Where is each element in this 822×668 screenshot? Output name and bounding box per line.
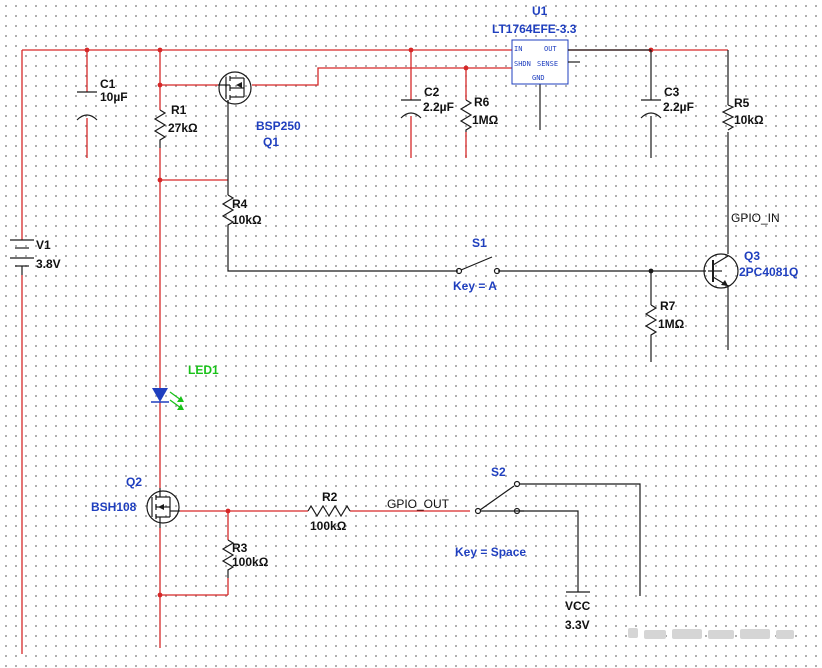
svg-text:C1: C1: [100, 77, 116, 91]
svg-text:LED1: LED1: [188, 363, 219, 377]
u1-part: LT1764EFE-3.3: [492, 22, 577, 36]
ground-symbols: [14, 130, 736, 660]
svg-text:S1: S1: [472, 236, 487, 250]
svg-text:2PC4081Q: 2PC4081Q: [739, 265, 798, 279]
resistor-r3[interactable]: R3 100kΩ: [221, 539, 269, 578]
svg-text:10kΩ: 10kΩ: [734, 113, 764, 127]
svg-text:BSP250: BSP250: [256, 119, 301, 133]
svg-text:Key = Space: Key = Space: [455, 545, 526, 559]
net-label-gpio-in: GPIO_IN: [731, 211, 780, 225]
svg-text:C3: C3: [664, 85, 680, 99]
transistor-q3[interactable]: Q3 2PC4081Q: [703, 249, 798, 289]
svg-text:3.3V: 3.3V: [565, 618, 590, 632]
u1-regulator[interactable]: IN OUT SHDN SENSE GND U1 LT1764EFE-3.3: [492, 4, 577, 85]
svg-text:C2: C2: [424, 85, 440, 99]
resistor-r5[interactable]: R5 10kΩ: [721, 96, 764, 131]
svg-text:1MΩ: 1MΩ: [658, 317, 685, 331]
svg-text:R2: R2: [322, 490, 338, 504]
svg-text:R5: R5: [734, 96, 750, 110]
svg-text:BSH108: BSH108: [91, 500, 137, 514]
svg-text:1MΩ: 1MΩ: [472, 113, 499, 127]
svg-text:Q1: Q1: [263, 135, 279, 149]
watermark: [628, 628, 794, 639]
svg-text:10µF: 10µF: [100, 90, 128, 104]
svg-text:27kΩ: 27kΩ: [168, 121, 198, 135]
svg-text:R7: R7: [660, 299, 676, 313]
wires-black: [227, 50, 729, 596]
switch-s2[interactable]: S2 Key = Space: [455, 465, 526, 559]
svg-text:GND: GND: [532, 74, 545, 82]
svg-text:V1: V1: [36, 238, 51, 252]
resistor-r1[interactable]: R1 27kΩ: [153, 103, 198, 148]
capacitor-c1[interactable]: C1 10µF: [76, 77, 128, 121]
vcc-source[interactable]: VCC 3.3V: [565, 591, 591, 632]
capacitor-c3[interactable]: C3 2.2µF: [640, 85, 694, 119]
svg-text:3.8V: 3.8V: [36, 257, 61, 271]
svg-text:10kΩ: 10kΩ: [232, 213, 262, 227]
capacitor-c2[interactable]: C2 2.2µF: [400, 85, 454, 119]
svg-text:OUT: OUT: [544, 45, 557, 53]
svg-text:Q2: Q2: [126, 475, 142, 489]
led-led1[interactable]: LED1: [151, 363, 219, 410]
resistor-r2[interactable]: R2 100kΩ: [307, 490, 351, 533]
resistor-r4[interactable]: R4 10kΩ: [221, 194, 262, 235]
svg-text:R4: R4: [232, 197, 248, 211]
svg-text:IN: IN: [514, 45, 522, 53]
battery-v1[interactable]: V1 3.8V: [10, 238, 61, 275]
svg-text:SENSE: SENSE: [537, 60, 558, 68]
svg-text:2.2µF: 2.2µF: [423, 100, 454, 114]
svg-text:2.2µF: 2.2µF: [663, 100, 694, 114]
svg-text:S2: S2: [491, 465, 506, 479]
svg-text:Key = A: Key = A: [453, 279, 497, 293]
svg-text:100kΩ: 100kΩ: [232, 555, 269, 569]
resistor-r6[interactable]: R6 1MΩ: [459, 95, 499, 132]
mosfet-q2[interactable]: Q2 BSH108: [91, 475, 180, 528]
net-label-gpio-out: GPIO_OUT: [387, 497, 450, 511]
u1-ref: U1: [532, 4, 548, 18]
svg-text:SHDN: SHDN: [514, 60, 531, 68]
svg-text:100kΩ: 100kΩ: [310, 519, 347, 533]
switch-s1[interactable]: S1 Key = A: [453, 236, 501, 293]
svg-text:R3: R3: [232, 541, 248, 555]
svg-text:R6: R6: [474, 95, 490, 109]
svg-text:VCC: VCC: [565, 599, 591, 613]
svg-text:R1: R1: [171, 103, 187, 117]
svg-text:Q3: Q3: [744, 249, 760, 263]
resistor-r7[interactable]: R7 1MΩ: [644, 299, 685, 340]
mosfet-q1[interactable]: BSP250 Q1: [218, 71, 301, 149]
wires-red: [21, 49, 728, 654]
